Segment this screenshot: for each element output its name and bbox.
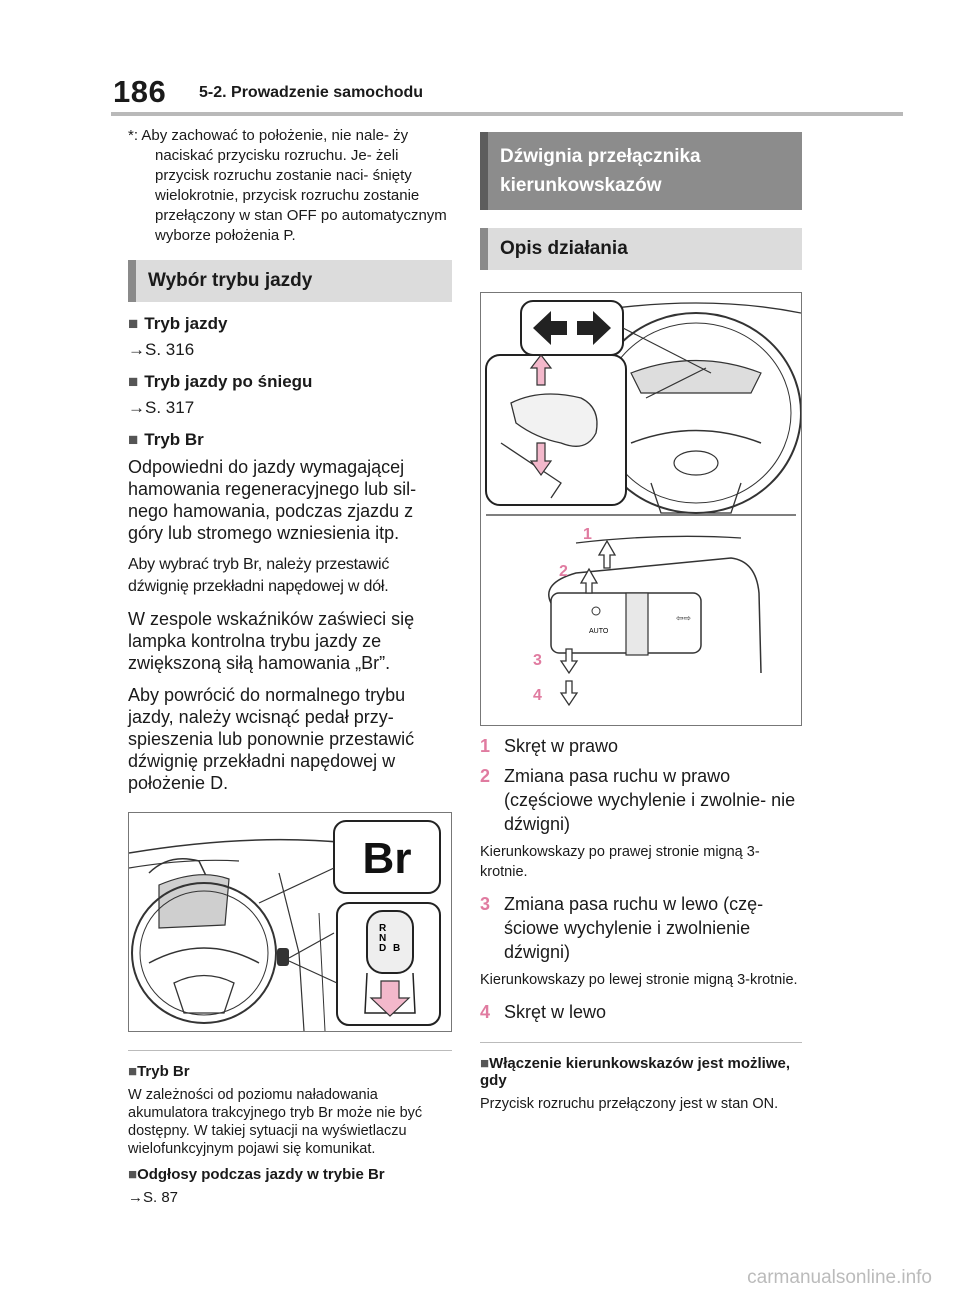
arrow-up-icon <box>579 567 599 594</box>
note-signal-title: ■Włączenie kierunkowskazów jest możliwe,… <box>480 1055 790 1089</box>
footnote: *: Aby zachować to położenie, nie nale- … <box>128 127 447 244</box>
left-arrow-icon <box>533 311 567 345</box>
br-paragraph-2: Aby wybrać tryb Br, należy przestawić dź… <box>128 556 390 595</box>
fig-number-2: 2 <box>559 563 568 580</box>
auto-label: AUTO <box>589 628 609 635</box>
divider <box>128 1050 452 1051</box>
note-br-text: W zależności od poziomu naładowania akum… <box>128 1087 423 1157</box>
br-mode-illustration: Br R N D B <box>128 820 441 1032</box>
note-sound-title: ■Odgłosy podczas jazdy w trybie Br <box>128 1166 385 1183</box>
header-rule <box>111 112 903 116</box>
note-signal-text: Przycisk rozruchu przełączony jest w sta… <box>480 1096 779 1112</box>
ref-sound[interactable]: →S. 87 <box>128 1189 179 1206</box>
divider <box>480 1042 802 1043</box>
step-3-note: Kierunkowskazy po lewej stronie migną 3-… <box>480 972 798 988</box>
turn-signal-illustration: AUTO ⇦⇨ 1 2 3 4 <box>485 300 802 707</box>
ref-snow-mode[interactable]: →S. 317 <box>128 398 195 417</box>
arrow-down-icon <box>529 442 553 477</box>
arrow-up-icon <box>597 539 617 569</box>
gear-b: B <box>393 943 400 954</box>
arrow-down-icon <box>559 648 579 675</box>
heading-turn-signal-lever: Dźwignia przełącznika kierunkowskazów <box>480 132 802 210</box>
section-title: 5-2. Prowadzenie samochodu <box>199 84 424 101</box>
ref-drive-mode[interactable]: →S. 316 <box>128 340 195 359</box>
br-paragraph-1: Odpowiedni do jazdy wymagającej hamowani… <box>128 457 417 543</box>
turn-signal-figure: AUTO ⇦⇨ 1 2 3 4 <box>480 292 802 726</box>
arrow-down-icon <box>369 980 411 1017</box>
right-arrow-icon <box>577 311 611 345</box>
br-paragraph-4: Aby powrócić do normalnego trybu jazdy, … <box>128 685 415 793</box>
fig-number-4: 4 <box>533 687 542 704</box>
item-br-mode: ■Tryb Br <box>128 430 204 449</box>
item-drive-mode: ■Tryb jazdy <box>128 314 228 333</box>
watermark: carmanualsonline.info <box>747 1267 932 1288</box>
br-paragraph-3: W zespole wskaźników zaświeci się lampka… <box>128 609 415 673</box>
note-br-title: ■Tryb Br <box>128 1063 190 1080</box>
page-number: 186 <box>113 74 167 109</box>
gear-n: N <box>379 933 386 944</box>
left-column: *: Aby zachować to położenie, nie nale- … <box>128 126 452 1218</box>
gear-r: R <box>379 923 387 934</box>
heading-driving-mode: Wybór trybu jazdy <box>128 260 452 302</box>
svg-text:⇦⇨: ⇦⇨ <box>676 613 692 623</box>
fig-number-3: 3 <box>533 652 542 669</box>
heading-operation: Opis działania <box>480 228 802 270</box>
step-2-note: Kierunkowskazy po prawej stronie migną 3… <box>480 844 760 880</box>
right-column: Dźwignia przełącznika kierunkowskazów Op… <box>480 126 802 1119</box>
arrow-down-icon <box>559 680 579 707</box>
br-mode-figure: Br R N D B <box>128 812 452 1032</box>
item-snow-mode: ■Tryb jazdy po śniegu <box>128 372 313 391</box>
arrow-up-icon <box>529 354 553 386</box>
br-indicator-label: Br <box>363 834 412 883</box>
gear-d: D <box>379 943 386 954</box>
fig-number-1: 1 <box>583 526 592 543</box>
